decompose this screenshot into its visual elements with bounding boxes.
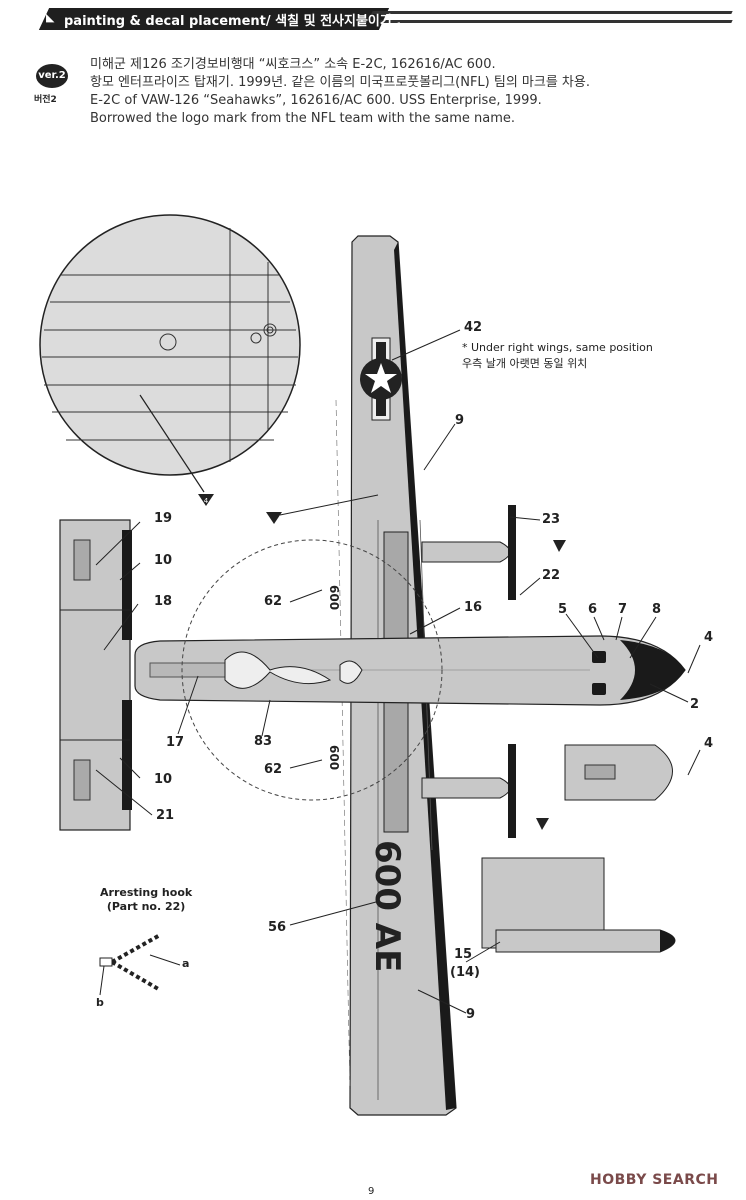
arresting-hook-diagram (99, 933, 181, 996)
callout-10-top: 10 (154, 553, 173, 568)
paint-marker-icon-wing (266, 512, 282, 524)
underside-detail (481, 857, 676, 953)
callout-19: 19 (154, 511, 173, 526)
hook-label-b: b (96, 996, 104, 1009)
national-insignia (360, 337, 402, 421)
note-en: * Under right wings, same position (462, 341, 653, 354)
rotodome-outline (181, 539, 443, 801)
leader-lines (95, 329, 701, 1014)
callout-7: 7 (618, 602, 628, 617)
triangle-icon: ◣ (46, 11, 55, 24)
callout-9-top: 9 (455, 413, 465, 428)
hook-part: (Part no. 22) (106, 900, 186, 913)
callout-14: (14) (450, 965, 480, 980)
callout-4-top: 4 (704, 630, 714, 645)
section-header: ◣ painting & decal placement/ 색칠 및 전사지붙이… (0, 0, 746, 34)
paint-marker-icon (198, 494, 214, 506)
callout-16: 16 (464, 600, 483, 615)
nose-detail (564, 744, 673, 801)
hook-label-a: a (182, 957, 190, 970)
info-line-2: 항모 엔터프라이즈 탑재기. 1999년. 같은 이름의 미국프로풋볼리그(NF… (90, 75, 590, 90)
paint-marker-icon-prop-bottom (536, 818, 549, 830)
engine-nacelles (421, 505, 516, 838)
callout-62-bottom: 62 (264, 762, 283, 777)
hook-caption: Arresting hook (Part no. 22) (100, 886, 192, 914)
callout-5: 5 (558, 602, 568, 617)
fuselage (134, 635, 686, 706)
callout-2: 2 (690, 697, 700, 712)
header-title: painting & decal placement/ 색칠 및 전사지붙이기 … (64, 14, 402, 29)
callout-6: 6 (588, 602, 598, 617)
paint-marker-label: 4 (204, 497, 209, 505)
tail-assembly (59, 519, 132, 831)
version-label: 버전2 (34, 95, 57, 105)
callout-17: 17 (166, 735, 185, 750)
callout-23: 23 (542, 512, 561, 527)
wing-code-upper: 600 (327, 585, 341, 610)
wing-code-big: 600 AE (367, 840, 407, 972)
version-badge: ver.2 (36, 64, 68, 88)
paint-marker-icon-prop-top (553, 540, 566, 552)
callout-22: 22 (542, 568, 561, 583)
callout-83: 83 (254, 734, 273, 749)
page-number: 9 (368, 1186, 375, 1197)
brand-watermark: HOBBY SEARCH (590, 1172, 719, 1188)
callout-4-bottom: 4 (704, 736, 714, 751)
callout-10-bottom: 10 (154, 772, 173, 787)
seahawk-logo (224, 651, 363, 689)
callout-42: 42 (464, 320, 483, 335)
underwing-note: * Under right wings, same position 우측 날개… (462, 340, 653, 372)
callout-62-top: 62 (264, 594, 283, 609)
callout-18: 18 (154, 594, 173, 609)
note-ko: 우측 날개 아랫면 동일 위치 (462, 357, 588, 370)
callout-8: 8 (652, 602, 662, 617)
wing-code-lower: 600 (327, 745, 341, 770)
info-line-4: Borrowed the logo mark from the NFL team… (90, 111, 516, 126)
callout-21: 21 (156, 808, 175, 823)
info-line-3: E-2C of VAW-126 “Seahawks”, 162616/AC 60… (90, 93, 542, 108)
hook-title: Arresting hook (100, 886, 193, 899)
callout-9-bottom: 9 (466, 1007, 476, 1022)
callout-15: 15 (454, 947, 473, 962)
aircraft-info: 미해군 제126 조기경보비행대 “씨호크스” 소속 E-2C, 162616/… (90, 56, 590, 128)
radome-detail (39, 214, 301, 493)
callout-56: 56 (268, 920, 287, 935)
info-line-1: 미해군 제126 조기경보비행대 “씨호크스” 소속 E-2C, 162616/… (90, 57, 496, 72)
